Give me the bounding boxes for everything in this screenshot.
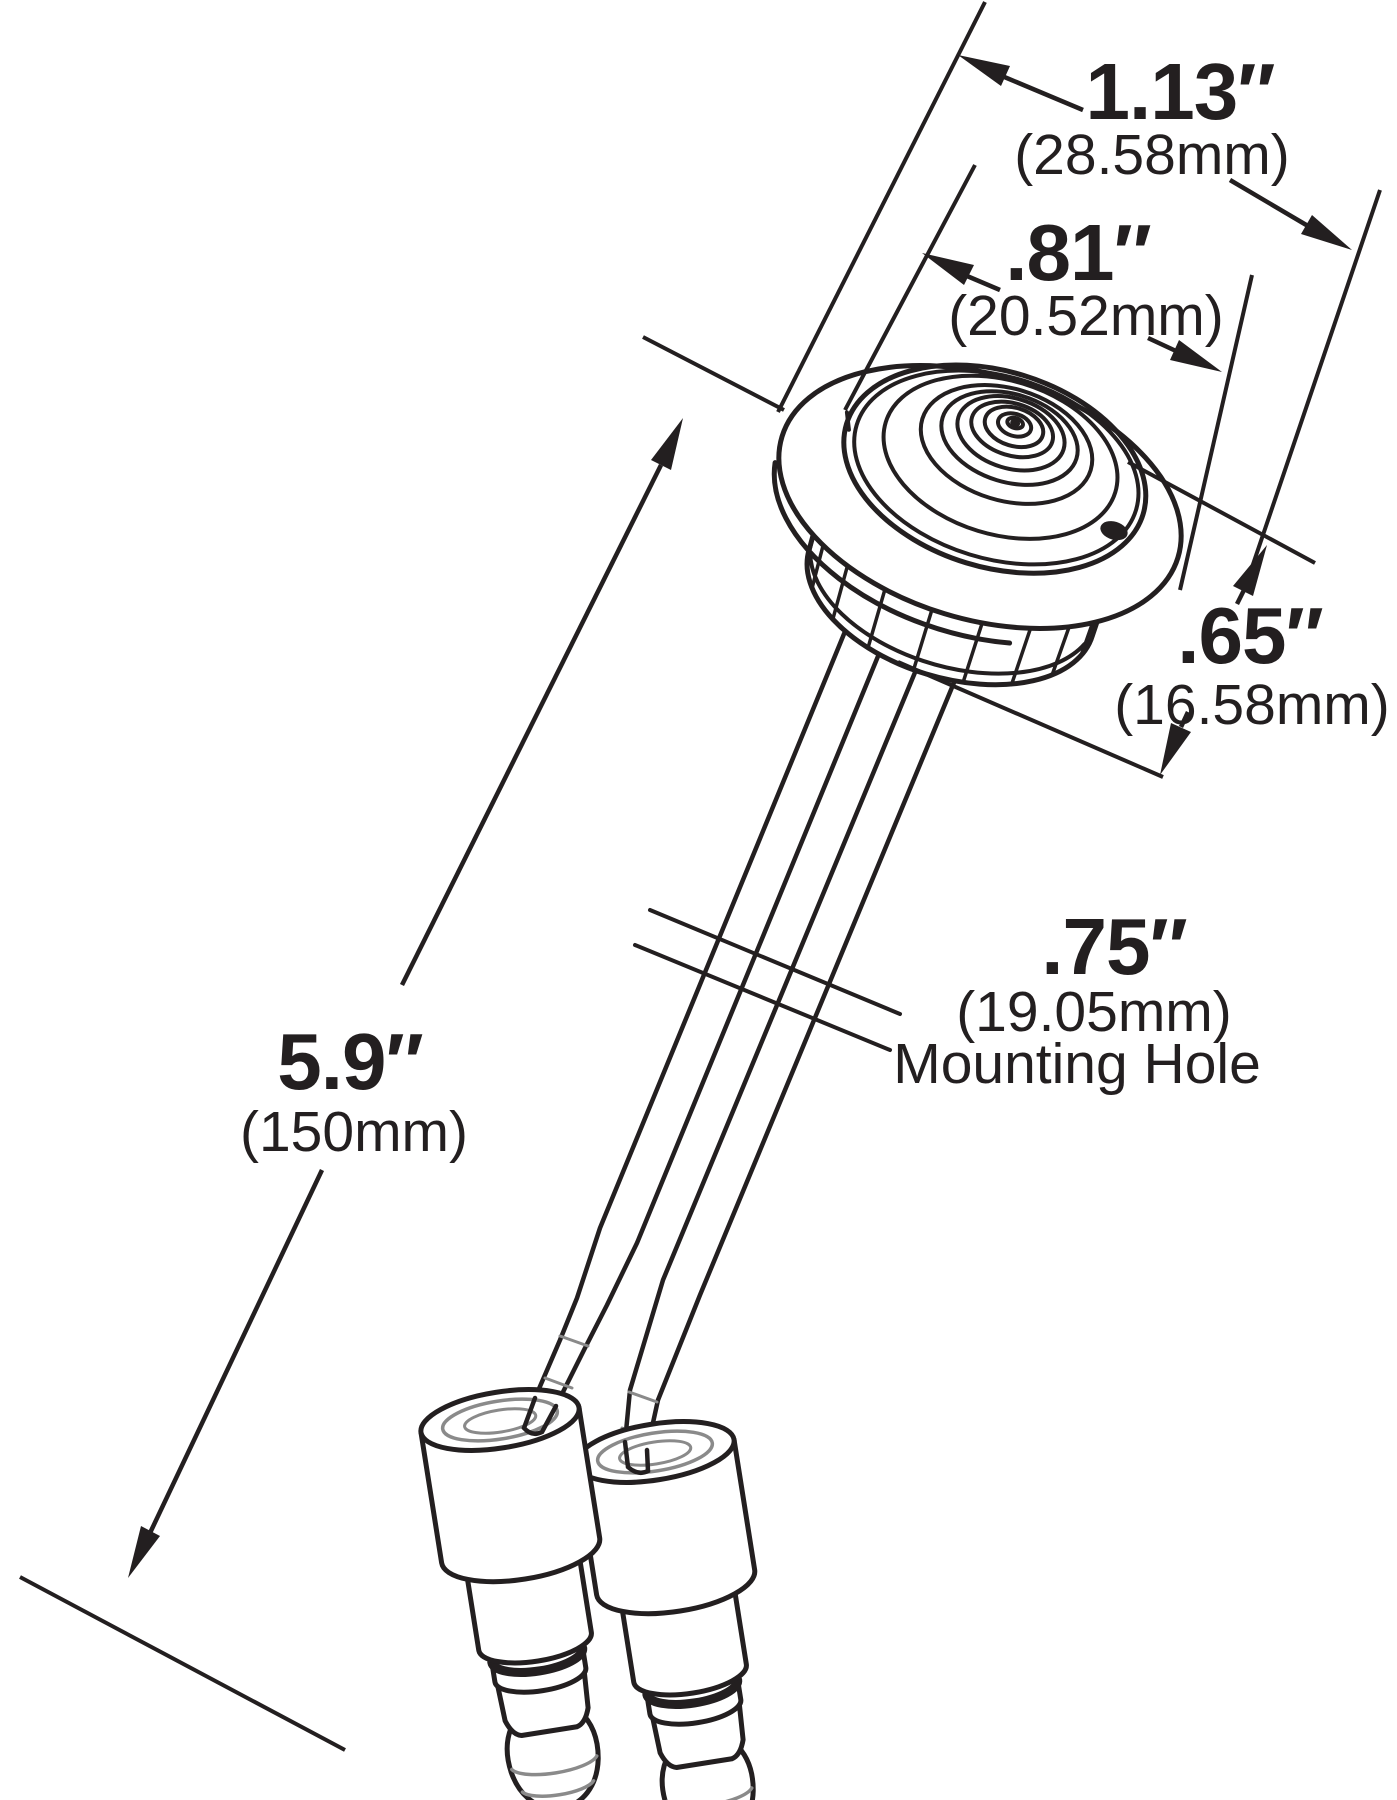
dim-lens-mm-label: (20.52mm): [948, 284, 1224, 348]
wire-tick: [543, 1376, 574, 1390]
wires: [532, 585, 990, 1453]
connector-rim-inner: [440, 1397, 560, 1443]
arrowhead: [958, 55, 1010, 86]
dim-wire-length: 5.9″ (150mm): [19, 335, 785, 1752]
extension-line: [843, 164, 977, 411]
connector-rim-hole: [618, 1439, 693, 1467]
dim-wire-in-label: 5.9″: [277, 1017, 423, 1106]
arrowhead: [1301, 215, 1352, 250]
connector-rim-hole: [463, 1407, 538, 1435]
flange-underside: [771, 460, 1013, 646]
extension-line: [1178, 274, 1254, 591]
dim-lens-in-label: .81″: [1005, 208, 1151, 297]
arrowhead: [651, 418, 683, 470]
mounting-hole-note-label: Mounting Hole: [893, 1032, 1261, 1096]
dim-height: .65″ (16.58mm): [897, 460, 1390, 779]
lens-seam-tick: [844, 410, 851, 432]
connector-dark-band: [487, 1643, 588, 1677]
break-line: [633, 943, 892, 1052]
extension-line: [776, 1, 987, 413]
wire-right-edge: [622, 585, 953, 1445]
extension-line: [1244, 189, 1382, 586]
wire-stubs: [521, 1395, 651, 1476]
connector-tip-arc: [665, 1786, 754, 1800]
connector-dark-band: [642, 1675, 743, 1709]
break-line: [648, 908, 902, 1016]
bullet-connector-left: [418, 1387, 603, 1800]
leader-line: [1147, 335, 1177, 354]
bullet-connector-right: [573, 1419, 758, 1800]
dim-overall-in-label: 1.13″: [1085, 47, 1274, 136]
dim-mounting-hole: .75″ (19.05mm) Mounting Hole: [893, 902, 1261, 1096]
arrowhead: [1233, 545, 1267, 596]
leader-line: [1178, 711, 1191, 728]
dim-wire-mm-label: (150mm): [240, 1100, 468, 1164]
leader-line: [1001, 73, 1084, 113]
dimension-line: [147, 1169, 325, 1534]
wire-right-edge2: [644, 600, 990, 1453]
lens-drain-notch: [1100, 521, 1128, 541]
lamp-lens-rings: [841, 362, 1149, 576]
leader-line: [1228, 178, 1310, 228]
base-inner-rim: [808, 550, 1087, 676]
dim-overall-diameter: 1.13″ (28.58mm): [776, 1, 1382, 586]
dim-overall-mm-label: (28.58mm): [1014, 123, 1290, 187]
arrowhead: [128, 1526, 160, 1578]
arrowhead: [1170, 340, 1222, 372]
connector-rim-inner: [595, 1429, 715, 1475]
mounting-hole-in-label: .75″: [1041, 902, 1187, 991]
extension-line: [19, 1575, 346, 1752]
wire-left-edge2: [553, 607, 900, 1409]
wire-tick: [627, 1390, 659, 1404]
dim-height-in-label: .65″: [1177, 591, 1323, 680]
dim-height-mm-label: (16.58mm): [1114, 673, 1390, 737]
dim-lens-diameter: .81″ (20.52mm): [843, 164, 1254, 591]
extension-line: [642, 335, 785, 412]
wire-left-edge: [532, 592, 863, 1401]
wire-tick: [558, 1334, 590, 1348]
arrowhead: [922, 253, 974, 285]
arrowhead: [1160, 723, 1191, 775]
connector-tip-arc: [520, 1779, 596, 1798]
extension-line: [897, 660, 1164, 779]
extension-line: [1127, 460, 1316, 565]
wire-break-lines: [633, 908, 902, 1052]
lamp-head: [771, 362, 1184, 688]
leader-line: [966, 273, 1001, 293]
mounting-hole-mm-label: (19.05mm): [956, 980, 1232, 1044]
connector-tip-arc: [510, 1754, 599, 1777]
dimension-line: [399, 463, 664, 987]
